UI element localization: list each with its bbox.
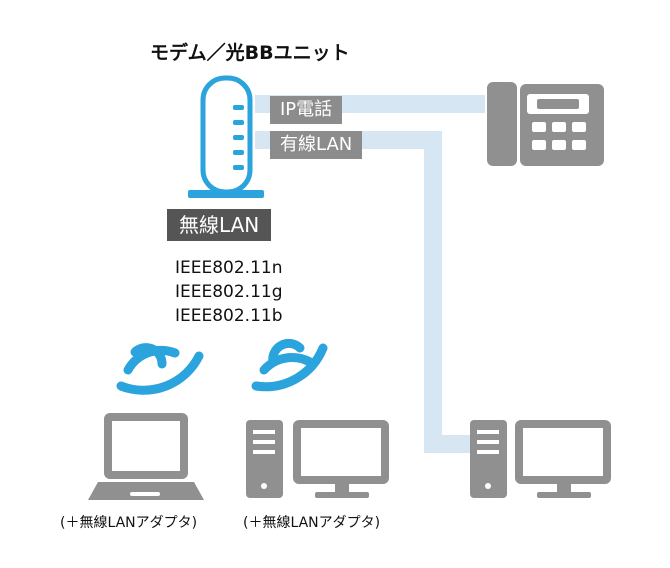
modem-title: モデム／光BBユニット: [150, 42, 350, 64]
desktop-caption: (＋無線LANアダプタ): [243, 515, 381, 531]
standard-label: IEEE802.11n: [175, 258, 283, 278]
desktop-pc-icon: [246, 420, 389, 498]
ip-phone-label: IP電話: [270, 96, 343, 124]
telephone-icon: [487, 82, 604, 166]
laptop-caption: (＋無線LANアダプタ): [60, 515, 198, 531]
desktop-pc-wired-icon: [470, 420, 611, 498]
wireless-signal-icon: [116, 343, 204, 395]
wireless-lan-label: 無線LAN: [167, 209, 272, 241]
laptop-icon: [88, 413, 204, 500]
wired-lan-line-v: [424, 131, 442, 453]
standard-label: IEEE802.11g: [175, 282, 283, 302]
wired-lan-label: 有線LAN: [270, 131, 363, 159]
standard-label: IEEE802.11b: [175, 306, 283, 326]
wireless-signal-icon: [251, 338, 328, 392]
wired-lan-line-end: [424, 435, 474, 453]
modem-icon: [188, 75, 264, 198]
